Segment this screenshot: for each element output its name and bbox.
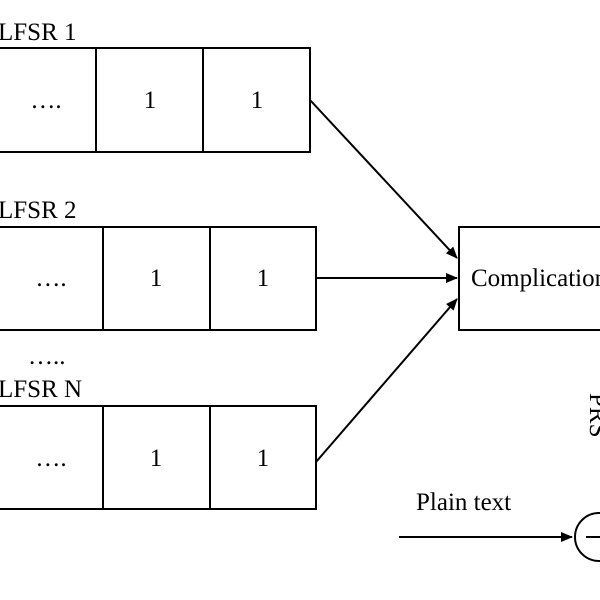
- more-registers-ellipsis: …..: [28, 343, 66, 370]
- lfsr-2-cell-ellipsis: ….: [35, 265, 66, 292]
- lfsr-1-arrow: [309, 99, 458, 259]
- prs-label: PRS: [584, 393, 600, 437]
- lfsr-n-cell-3: 1: [257, 445, 270, 472]
- lfsr-1-cell-3: 1: [251, 87, 264, 114]
- lfsr-2-label: LFSR 2: [0, 197, 77, 224]
- lfsr-2-cell-3: 1: [257, 265, 270, 292]
- complication-box: [458, 226, 600, 331]
- lfsr-1-register: [0, 47, 311, 153]
- lfsr-1-cell-ellipsis: ….: [30, 87, 61, 114]
- lfsr-1-label: LFSR 1: [0, 19, 77, 46]
- lfsr-n-cell-2: 1: [150, 445, 163, 472]
- lfsr-n-register: [0, 405, 317, 510]
- lfsr-1-cell-2: 1: [144, 87, 157, 114]
- lfsr-2-register: [0, 226, 317, 331]
- lfsr-2-cell-2: 1: [150, 265, 163, 292]
- lfsr-n-label: LFSR N: [0, 376, 82, 403]
- complication-label: Complication: [471, 265, 600, 292]
- plain-text-label: Plain text: [416, 489, 511, 516]
- lfsr-n-arrow: [315, 298, 458, 463]
- lfsr-n-cell-ellipsis: ….: [35, 445, 66, 472]
